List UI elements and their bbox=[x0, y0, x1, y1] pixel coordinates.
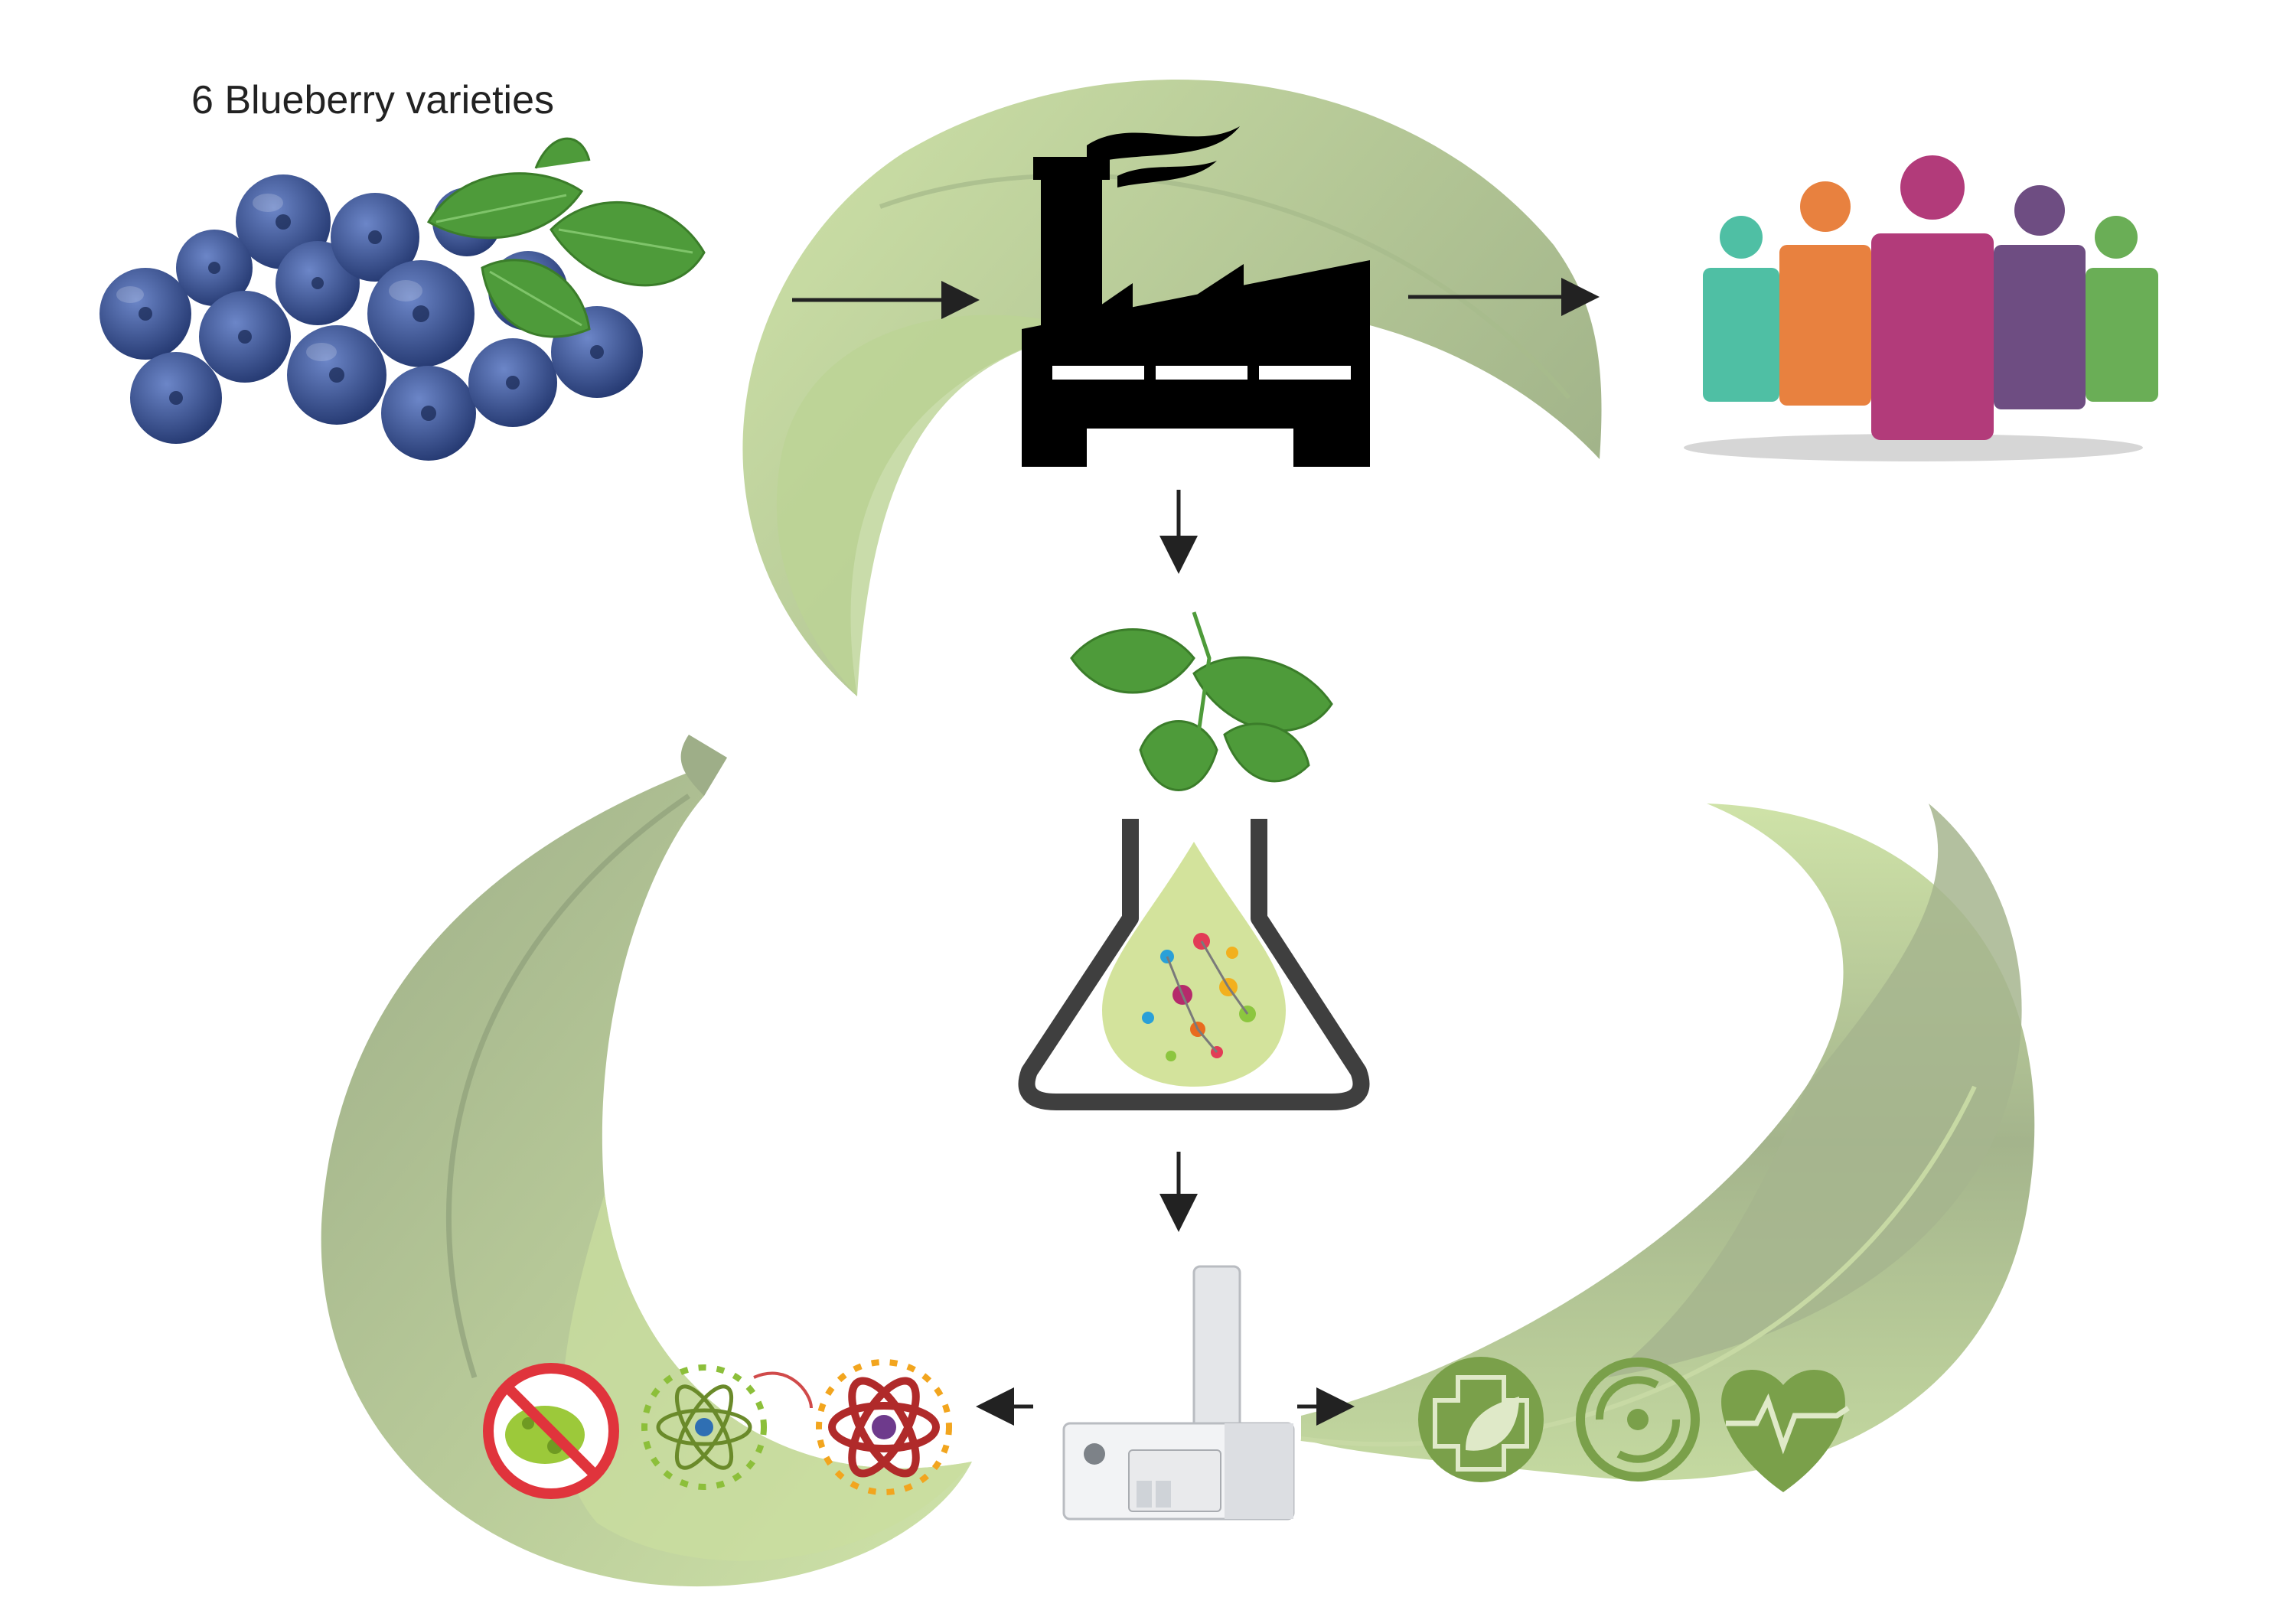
molecules-icon bbox=[1142, 933, 1256, 1061]
flow-arrows bbox=[792, 278, 1600, 1426]
mass-spectrometer-icon bbox=[1062, 1265, 1295, 1521]
flask-extract-icon bbox=[1018, 819, 1370, 1110]
recycle-icon bbox=[1576, 1358, 1700, 1482]
leaf-left bbox=[321, 735, 972, 1587]
leaf-top bbox=[742, 80, 1602, 696]
leaf-right bbox=[1300, 804, 2035, 1481]
mint-sprig-icon bbox=[1070, 611, 1333, 791]
health-leaf-cross-icon bbox=[1418, 1357, 1544, 1482]
blueberries-with-mint-icon bbox=[99, 137, 706, 461]
source-label: 6 Blueberry varieties bbox=[191, 78, 554, 122]
antioxidant-atom-icon bbox=[641, 1364, 813, 1490]
factory-windows bbox=[1052, 366, 1351, 467]
heart-pulse-icon bbox=[1721, 1370, 1850, 1492]
free-radical-atom-icon bbox=[816, 1359, 952, 1495]
no-bacteria-icon bbox=[483, 1363, 619, 1499]
people-group-icon bbox=[1684, 155, 2158, 461]
